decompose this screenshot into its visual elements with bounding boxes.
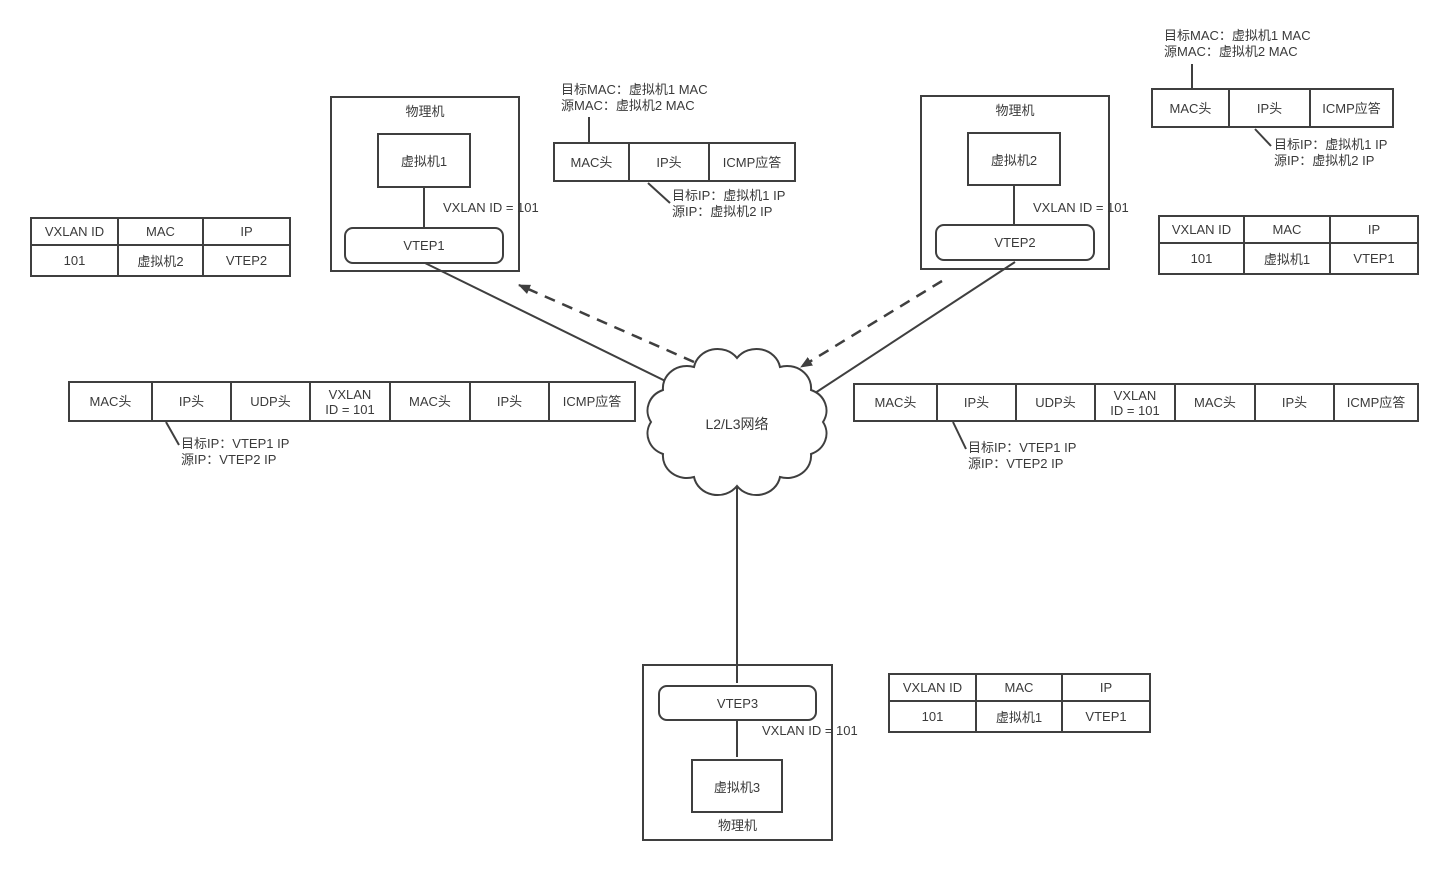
note-ip-outer-left: 目标IP：VTEP1 IP 源IP：VTEP2 IP	[181, 436, 290, 467]
flow-arrow-vtep2-to-cloud	[800, 279, 943, 369]
vxlan-id-label-pm2: VXLAN ID = 101	[1033, 200, 1129, 215]
vm1-box: 虚拟机1	[377, 133, 471, 188]
table-value-cell: 虚拟机2	[119, 246, 204, 275]
packet-cell: MAC头	[70, 383, 153, 420]
packet-cell: MAC头	[555, 144, 630, 180]
table-value-cell: VTEP1	[1085, 709, 1127, 724]
leader-outer-left-ip	[165, 421, 180, 446]
cloud-label: L2/L3网络	[705, 416, 769, 432]
table-value-cell: 101	[32, 246, 119, 275]
table-header-cell: IP	[204, 219, 289, 246]
packet-inner-left: MAC头 IP头 ICMP应答	[553, 142, 796, 182]
packet-cell: ICMP应答	[1322, 100, 1381, 116]
table-value-cell: 虚拟机1	[977, 702, 1063, 731]
table-header-cell: MAC	[119, 219, 204, 246]
host-pm2: 物理机 虚拟机2 VTEP2	[920, 95, 1110, 270]
mapping-table-bottom: VXLAN ID MAC IP 101 虚拟机1 VTEP1	[888, 673, 1151, 733]
packet-cell: UDP头	[232, 383, 311, 420]
host-pm2-title: 物理机	[995, 103, 1035, 118]
leader-outer-right-ip	[952, 421, 967, 450]
packet-cell: MAC头	[391, 383, 471, 420]
packet-cell: IP头	[1256, 385, 1335, 420]
host-pm3: VTEP3 虚拟机3 物理机	[642, 664, 833, 841]
l2l3-cloud-shape	[646, 347, 828, 497]
table-header-cell: MAC	[977, 675, 1063, 702]
table-header-cell: VXLAN ID	[1160, 217, 1245, 244]
note-mac-inner-right: 目标MAC：虚拟机1 MAC 源MAC：虚拟机2 MAC	[1164, 28, 1311, 59]
packet-cell: IP头	[153, 383, 232, 420]
packet-cell: VXLAN ID = 101	[311, 383, 391, 420]
vxlan-id-label-pm3: VXLAN ID = 101	[762, 723, 858, 738]
packet-cell: ICMP应答	[722, 154, 782, 170]
vm2-box: 虚拟机2	[967, 132, 1061, 186]
vtep2-box: VTEP2	[935, 224, 1095, 261]
packet-cell: MAC头	[1176, 385, 1256, 420]
table-header-cell: MAC	[1245, 217, 1331, 244]
mapping-table-right: VXLAN ID MAC IP 101 虚拟机1 VTEP1	[1158, 215, 1419, 275]
table-value-cell: 虚拟机1	[1245, 244, 1331, 273]
packet-cell: VXLAN ID = 101	[1096, 385, 1176, 420]
table-value-cell: VTEP2	[225, 253, 268, 268]
table-value-cell: 101	[890, 702, 977, 731]
mapping-table-left: VXLAN ID MAC IP 101 虚拟机2 VTEP2	[30, 217, 291, 277]
vxlan-id-label-pm1: VXLAN ID = 101	[443, 200, 539, 215]
packet-cell: IP头	[630, 144, 710, 180]
table-header-cell: VXLAN ID	[32, 219, 119, 246]
packet-cell: MAC头	[1153, 90, 1230, 126]
packet-cell: ICMP应答	[1346, 395, 1406, 410]
note-ip-inner-right: 目标IP：虚拟机1 IP 源IP：虚拟机2 IP	[1274, 137, 1388, 168]
host-pm3-title: 物理机	[717, 818, 757, 833]
note-ip-outer-right: 目标IP：VTEP1 IP 源IP：VTEP2 IP	[968, 440, 1077, 471]
host-pm1: 物理机 虚拟机1 VTEP1	[330, 96, 520, 272]
packet-outer-right: MAC头 IP头 UDP头 VXLAN ID = 101 MAC头 IP头 IC…	[853, 383, 1419, 422]
flow-arrow-cloud-to-vtep1	[518, 283, 695, 364]
packet-cell: UDP头	[1017, 385, 1096, 420]
table-value-cell: VTEP1	[1353, 251, 1395, 266]
leader-inner-left-ip	[647, 182, 671, 204]
note-ip-inner-left: 目标IP：虚拟机1 IP 源IP：虚拟机2 IP	[672, 188, 786, 219]
leader-inner-right-ip	[1254, 128, 1272, 147]
vtep1-box: VTEP1	[344, 227, 504, 264]
packet-cell: IP头	[471, 383, 550, 420]
table-header-cell: VXLAN ID	[890, 675, 977, 702]
table-header-cell: IP	[1331, 217, 1417, 244]
packet-cell: MAC头	[855, 385, 938, 420]
table-header-cell: IP	[1063, 675, 1149, 702]
packet-cell: IP头	[938, 385, 1017, 420]
host-pm1-title: 物理机	[405, 104, 445, 119]
vtep3-box: VTEP3	[658, 685, 817, 721]
packet-inner-right: MAC头 IP头 ICMP应答	[1151, 88, 1394, 128]
note-mac-inner-left: 目标MAC：虚拟机1 MAC 源MAC：虚拟机2 MAC	[561, 82, 708, 113]
packet-outer-left: MAC头 IP头 UDP头 VXLAN ID = 101 MAC头 IP头 IC…	[68, 381, 636, 422]
packet-cell: ICMP应答	[562, 394, 622, 409]
packet-cell: IP头	[1230, 90, 1311, 126]
vm3-box: 虚拟机3	[691, 759, 783, 813]
table-value-cell: 101	[1160, 244, 1245, 273]
link-vtep1-cloud-solid	[424, 262, 701, 399]
link-vtep2-cloud-solid	[811, 261, 1016, 396]
